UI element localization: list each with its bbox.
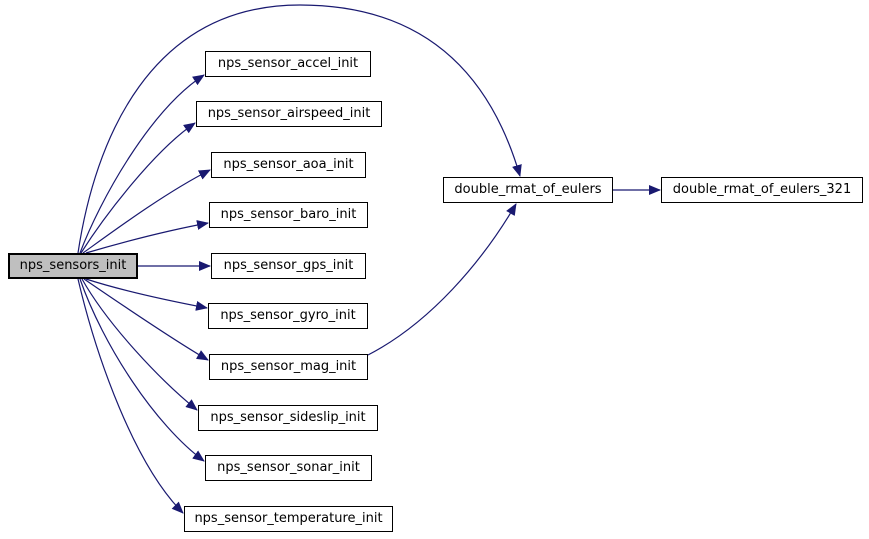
- node-label: nps_sensor_airspeed_init: [207, 106, 371, 121]
- node-double-rmat-of-eulers-321[interactable]: double_rmat_of_eulers_321: [661, 177, 863, 203]
- edge-sensors-init-to-eulers: [77, 4, 522, 254]
- node-label: nps_sensor_baro_init: [220, 207, 357, 222]
- node-nps-sensor-temperature-init[interactable]: nps_sensor_temperature_init: [184, 506, 393, 532]
- node-nps-sensor-accel-init[interactable]: nps_sensor_accel_init: [205, 51, 371, 77]
- node-nps-sensor-sonar-init[interactable]: nps_sensor_sonar_init: [205, 455, 372, 481]
- node-nps-sensor-airspeed-init[interactable]: nps_sensor_airspeed_init: [196, 101, 382, 127]
- edge-sensors-init-to-airspeed: [80, 122, 196, 254]
- node-nps-sensor-mag-init[interactable]: nps_sensor_mag_init: [209, 354, 368, 380]
- edge-sensors-init-to-gyro: [85, 278, 208, 311]
- edge-sensors-init-to-aoa: [82, 169, 211, 254]
- node-label: double_rmat_of_eulers: [454, 182, 602, 197]
- node-label: nps_sensor_temperature_init: [194, 511, 383, 526]
- node-label: nps_sensor_gps_init: [223, 258, 354, 273]
- node-nps-sensor-aoa-init[interactable]: nps_sensor_aoa_init: [211, 152, 366, 178]
- edge-sensors-init-to-baro: [85, 220, 209, 254]
- edge-sensors-init-to-mag: [83, 278, 209, 361]
- node-double-rmat-of-eulers[interactable]: double_rmat_of_eulers: [443, 177, 613, 203]
- node-label: nps_sensor_sideslip_init: [210, 410, 366, 425]
- node-nps-sensor-baro-init[interactable]: nps_sensor_baro_init: [209, 202, 368, 228]
- edge-sensors-init-to-accel: [79, 74, 205, 254]
- edge-sensors-init-to-sideslip: [81, 278, 198, 411]
- edge-mag-to-eulers: [367, 203, 517, 356]
- node-label: nps_sensors_init: [19, 258, 127, 273]
- node-nps-sensor-gps-init[interactable]: nps_sensor_gps_init: [211, 253, 366, 279]
- node-label: nps_sensor_sonar_init: [217, 460, 360, 475]
- edge-sensors-init-to-sonar: [79, 278, 205, 462]
- edge-sensors-init-to-temperature: [77, 278, 184, 514]
- node-label: nps_sensor_aoa_init: [223, 157, 354, 172]
- node-nps-sensor-gyro-init[interactable]: nps_sensor_gyro_init: [208, 303, 368, 329]
- node-nps-sensor-sideslip-init[interactable]: nps_sensor_sideslip_init: [198, 405, 378, 431]
- node-label: nps_sensor_gyro_init: [220, 308, 356, 323]
- node-label: nps_sensor_mag_init: [220, 359, 357, 374]
- node-label: nps_sensor_accel_init: [217, 56, 359, 71]
- node-label: double_rmat_of_eulers_321: [672, 182, 852, 197]
- node-nps-sensors-init[interactable]: nps_sensors_init: [8, 253, 138, 279]
